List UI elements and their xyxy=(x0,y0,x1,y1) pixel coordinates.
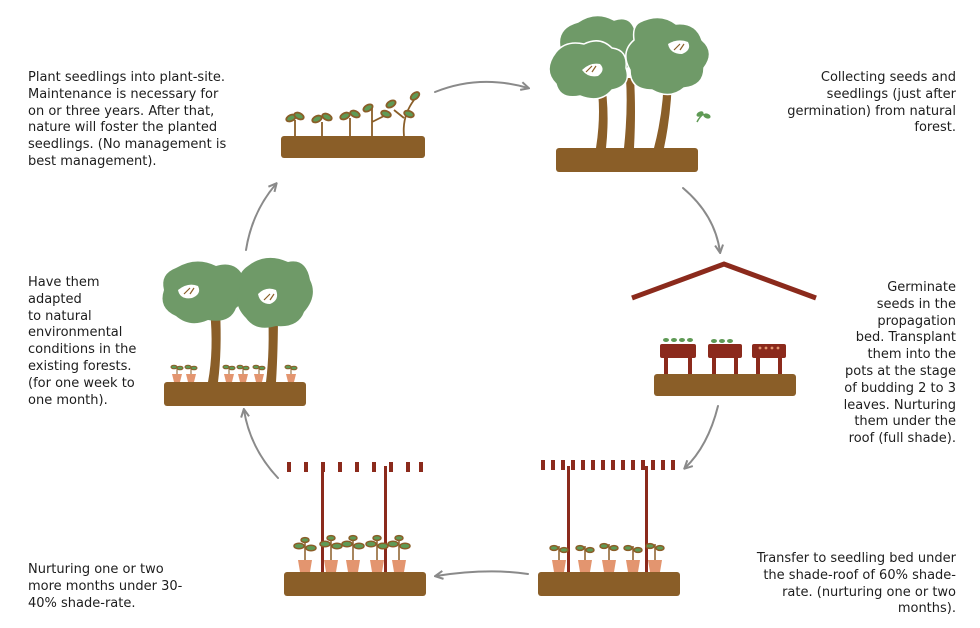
full-shade-roof xyxy=(631,261,817,301)
propagation-bed-illustration xyxy=(631,261,817,396)
step-adapt-text: Have them adapted to natural environment… xyxy=(28,275,137,408)
arrow-plant-to-collect xyxy=(434,80,528,93)
natural-forest-illustration xyxy=(548,14,711,172)
arrow-adapt-to-plant xyxy=(245,184,276,251)
potted-seedlings xyxy=(293,534,411,572)
soil-bed xyxy=(556,148,698,172)
cycle-arrows xyxy=(244,80,720,576)
soil-bed xyxy=(281,136,425,158)
soil-bed xyxy=(164,382,306,406)
shade-roof-30-40-illustration xyxy=(284,462,426,596)
plant-site-illustration xyxy=(281,91,425,158)
arrow-germinate-to-transfer xyxy=(685,405,719,468)
soil-bed xyxy=(654,374,796,396)
arrow-nurture-to-adapt xyxy=(244,410,279,479)
step-plant-text: Plant seedlings into plant-site. Mainten… xyxy=(28,70,227,169)
arrow-transfer-to-nurture xyxy=(436,571,529,576)
step-nurture-text: Nurturing one or two more months under 3… xyxy=(28,562,183,611)
sprout-icon xyxy=(696,111,711,123)
arrow-collect-to-germinate xyxy=(682,187,720,252)
step-germinate-text: Germinate seeds in the propagation bed. … xyxy=(843,280,956,447)
soil-bed xyxy=(538,572,680,596)
step-transfer-text: Transfer to seedling bed under the shade… xyxy=(756,551,956,617)
existing-forest-illustration xyxy=(162,257,313,406)
soil-bed xyxy=(284,572,426,596)
potted-seedlings xyxy=(170,364,298,382)
step-collect-text: Collecting seeds and seedlings (just aft… xyxy=(787,70,956,136)
shade-roof-60-illustration xyxy=(538,460,680,596)
potted-seedlings xyxy=(549,542,665,572)
